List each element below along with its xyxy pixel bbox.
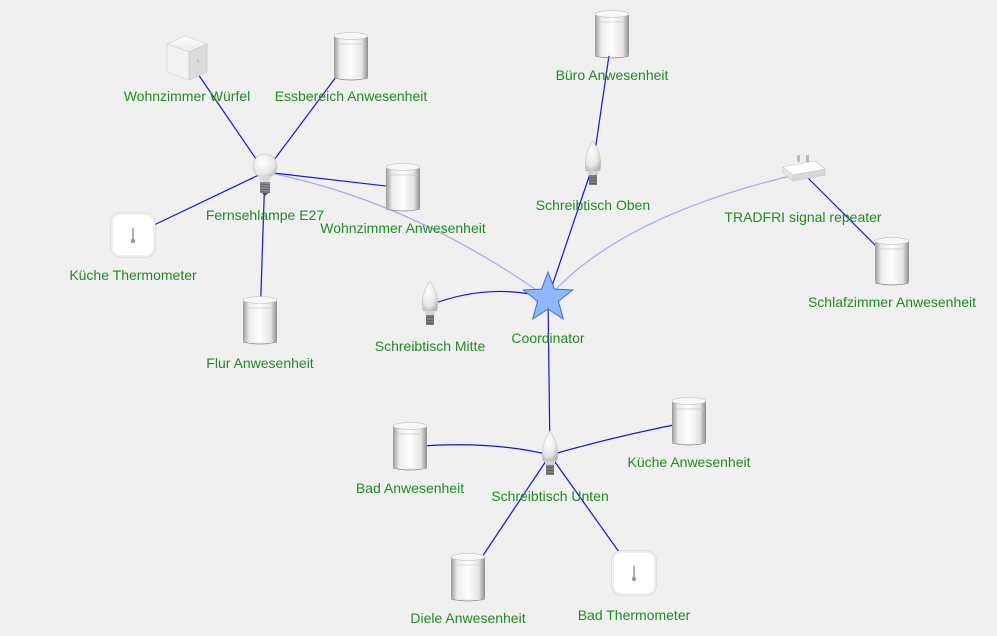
thermometer-icon bbox=[110, 212, 156, 258]
node-wz-wuerfel[interactable]: Wohnzimmer Würfel bbox=[124, 35, 251, 104]
motion-sensor-icon bbox=[594, 10, 630, 59]
node-schlafzimmer[interactable]: Schlafzimmer Anwesenheit bbox=[808, 237, 976, 311]
node-flur[interactable]: Flur Anwesenheit bbox=[206, 296, 314, 372]
motion-sensor-icon bbox=[874, 237, 910, 286]
node-label: Fernsehlampe E27 bbox=[206, 207, 325, 223]
star-icon bbox=[521, 270, 575, 321]
node-label: Schreibtisch Unten bbox=[491, 488, 609, 504]
node-diele[interactable]: Diele Anwesenheit bbox=[410, 553, 526, 627]
link-fernsehlampe-wz_wuerfel[interactable] bbox=[186, 57, 266, 173]
link-fernsehlampe-flur[interactable] bbox=[259, 171, 266, 322]
plug-repeater-icon bbox=[782, 155, 826, 182]
motion-sensor-icon bbox=[392, 422, 428, 471]
node-kueche-thermo[interactable]: Küche Thermometer bbox=[69, 212, 197, 283]
node-sd-oben[interactable]: Schreibtisch Oben bbox=[536, 140, 650, 213]
node-label: Büro Anwesenheit bbox=[556, 67, 669, 83]
link-buero-sd_oben[interactable] bbox=[592, 34, 613, 166]
node-label: Wohnzimmer Anwesenheit bbox=[320, 220, 486, 236]
node-sd-mitte[interactable]: Schreibtisch Mitte bbox=[375, 280, 486, 354]
node-fernsehlampe[interactable]: Fernsehlampe E27 bbox=[206, 153, 325, 223]
node-label: Wohnzimmer Würfel bbox=[124, 88, 251, 104]
node-bad[interactable]: Bad Anwesenheit bbox=[356, 422, 464, 497]
cube-icon bbox=[166, 35, 208, 81]
motion-sensor-icon bbox=[242, 296, 278, 345]
node-label: Essbereich Anwesenheit bbox=[275, 88, 428, 104]
node-sd-unten[interactable]: Schreibtisch Unten bbox=[491, 430, 609, 504]
node-kueche-anw[interactable]: Küche Anwesenheit bbox=[628, 397, 751, 471]
node-label: Flur Anwesenheit bbox=[206, 355, 314, 371]
node-label: Küche Anwesenheit bbox=[628, 454, 751, 470]
candle-bulb-icon bbox=[584, 140, 602, 185]
link-sd_oben-coordinator[interactable] bbox=[547, 164, 594, 299]
motion-sensor-icon bbox=[385, 163, 421, 212]
motion-sensor-icon bbox=[333, 32, 369, 81]
node-essbereich[interactable]: Essbereich Anwesenheit bbox=[275, 32, 428, 105]
node-buero[interactable]: Büro Anwesenheit bbox=[556, 10, 669, 84]
node-wz-anwesenheit[interactable]: Wohnzimmer Anwesenheit bbox=[320, 163, 486, 237]
link-coordinator-sd_unten[interactable] bbox=[547, 297, 551, 456]
node-label: Bad Thermometer bbox=[578, 607, 691, 623]
candle-bulb-icon bbox=[541, 430, 559, 475]
candle-bulb-icon bbox=[421, 280, 439, 325]
motion-sensor-icon bbox=[450, 553, 486, 602]
link-sd_unten-bad[interactable] bbox=[409, 444, 551, 456]
node-coordinator[interactable]: Coordinator bbox=[511, 270, 585, 346]
node-label: Küche Thermometer bbox=[69, 267, 197, 283]
node-label: TRADFRI signal repeater bbox=[724, 209, 882, 225]
node-bad-thermo[interactable]: Bad Thermometer bbox=[578, 550, 691, 623]
link-fernsehlampe-wz_anwesenheit[interactable] bbox=[264, 171, 404, 189]
node-label: Schreibtisch Oben bbox=[536, 197, 650, 213]
motion-sensor-icon bbox=[671, 397, 707, 446]
node-label: Schreibtisch Mitte bbox=[375, 338, 486, 354]
bulb-e27-icon bbox=[252, 153, 278, 196]
node-label: Diele Anwesenheit bbox=[410, 610, 525, 626]
node-label: Bad Anwesenheit bbox=[356, 480, 464, 496]
node-tradfri[interactable]: TRADFRI signal repeater bbox=[724, 155, 882, 225]
node-label: Schlafzimmer Anwesenheit bbox=[808, 294, 976, 310]
node-label: Coordinator bbox=[511, 330, 584, 346]
thermometer-icon bbox=[611, 550, 657, 596]
link-tradfri-coordinator[interactable] bbox=[547, 172, 804, 299]
link-sd_unten-kueche_anw[interactable] bbox=[549, 421, 690, 456]
nodes-layer: Wohnzimmer Würfel Essbereich AnwesenheitF… bbox=[69, 10, 976, 627]
link-fernsehlampe-coordinator[interactable] bbox=[264, 171, 549, 299]
